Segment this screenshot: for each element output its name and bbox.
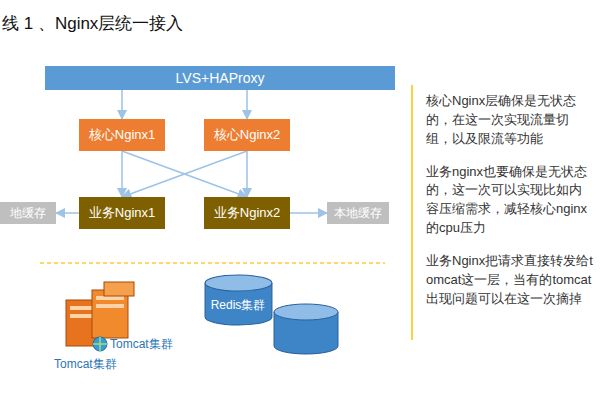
connector-arrow xyxy=(246,90,248,119)
business-nginx-box: 业务Nginx1 xyxy=(79,197,165,229)
node-text: Redis集群 xyxy=(211,297,266,314)
node-text: 地缓存 xyxy=(10,205,46,222)
note-text: 业务Nginx把请求直接转发给tomcat这一层，当有的tomcat出现问题可以… xyxy=(426,252,594,309)
redis-cylinder xyxy=(274,304,338,354)
globe-icon xyxy=(93,337,107,351)
core-nginx-box: 核心Nginx1 xyxy=(79,119,165,151)
node-text: 核心Nginx1 xyxy=(89,126,155,144)
node-text: 核心Nginx2 xyxy=(214,126,280,144)
title: 线 1 、Nginx层统一接入 xyxy=(2,12,183,35)
connector-arrow xyxy=(246,151,248,197)
node-text: LVS+HAProxy xyxy=(176,70,265,86)
connector-arrow xyxy=(56,212,79,214)
connector-arrow xyxy=(290,212,327,214)
server-icon xyxy=(66,282,134,346)
note-text: 业务nginx也要确保是无状态的，这一次可以实现比如内容压缩需求，减轻核心ngi… xyxy=(426,163,594,238)
notes-rule xyxy=(411,85,413,340)
connector-arrow xyxy=(122,151,247,197)
connector-arrow xyxy=(121,151,123,197)
cluster-label: Tomcat集群 xyxy=(110,336,173,353)
node-text: 业务Nginx1 xyxy=(89,204,155,222)
separator-line xyxy=(40,262,385,264)
node-text: 本地缓存 xyxy=(334,205,382,222)
load-balancer-band: LVS+HAProxy xyxy=(45,66,395,90)
node-text: 业务Nginx2 xyxy=(214,204,280,222)
cluster-label: Tomcat集群 xyxy=(54,356,117,373)
note-text: 核心Nginx层确保是无状态的，在这一次实现流量切组，以及限流等功能 xyxy=(426,92,594,149)
core-nginx-box: 核心Nginx2 xyxy=(204,119,290,151)
business-nginx-box: 业务Nginx2 xyxy=(204,197,290,229)
cache-box: 本地缓存 xyxy=(327,202,389,224)
connector-arrow xyxy=(122,151,247,197)
redis-cylinder: Redis集群 xyxy=(204,274,273,326)
cache-box: 地缓存 xyxy=(0,202,56,224)
connector-arrow xyxy=(121,90,123,119)
